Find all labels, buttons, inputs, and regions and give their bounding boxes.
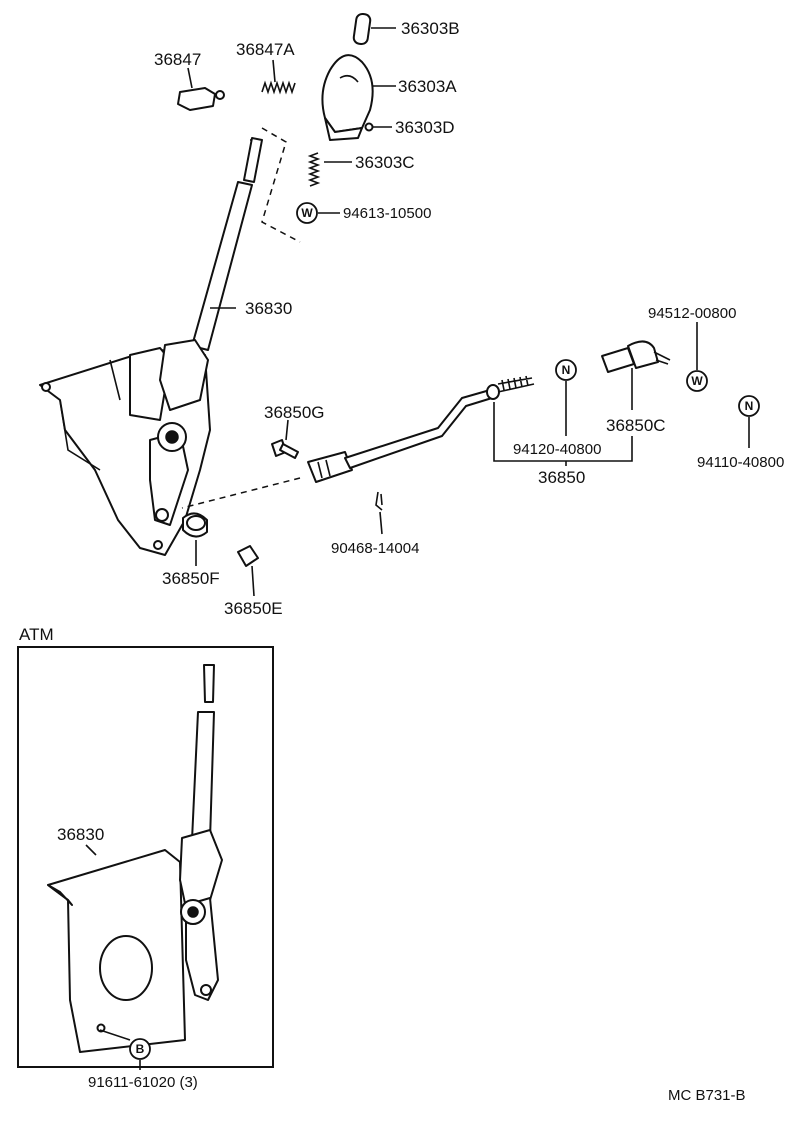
cotter-pin-drawing	[375, 491, 383, 535]
label-36850e: 36850E	[224, 599, 283, 618]
dashed-assembly-line	[261, 127, 301, 243]
label-90468: 90468-14004	[331, 540, 419, 557]
label-36847: 36847	[154, 50, 201, 69]
bolt-36850g-drawing	[271, 419, 299, 459]
diagram-code: MC B731-B	[668, 1087, 746, 1104]
knob-spring-drawing	[307, 152, 352, 187]
label-36850g: 36850G	[264, 403, 325, 422]
nut-badge-n1: N	[555, 359, 577, 436]
cable-group-bracket	[493, 402, 633, 462]
atm-lever-drawing	[47, 664, 223, 1053]
label-36303d: 36303D	[395, 118, 455, 137]
collar-36850e-drawing	[237, 545, 259, 597]
atm-title: ATM	[19, 625, 54, 644]
dashed-link-line	[181, 477, 301, 509]
label-94110: 94110-40800	[697, 454, 784, 471]
badge-n2-letter: N	[745, 399, 754, 413]
small-spring-drawing	[261, 59, 296, 95]
washer-badge-w1: W	[296, 202, 340, 224]
bushing-36850f-drawing	[182, 512, 208, 566]
label-94512: 94512-00800	[648, 305, 736, 322]
atm-label-91611: 91611-61020 (3)	[88, 1074, 198, 1091]
clip-drawing	[177, 67, 225, 111]
label-94613: 94613-10500	[343, 205, 431, 222]
atm-leader-36830	[85, 844, 97, 856]
shift-cable-drawing	[307, 375, 535, 483]
washer-badge-w2: W	[686, 322, 708, 392]
nut-badge-n2: N	[738, 395, 760, 448]
socket-36850c-drawing	[601, 340, 671, 410]
badge-w2-letter: W	[691, 374, 703, 388]
small-screw-drawing	[364, 122, 392, 132]
label-36830: 36830	[245, 299, 292, 318]
knob-cap-drawing	[352, 12, 396, 46]
label-36850: 36850	[538, 468, 585, 487]
badge-n1-letter: N	[562, 363, 571, 377]
label-36850f: 36850F	[162, 569, 220, 588]
atm-label-36830: 36830	[57, 825, 104, 844]
label-94120: 94120-40800	[513, 441, 601, 458]
shift-lever-assembly-drawing	[39, 137, 263, 556]
label-36847a: 36847A	[236, 40, 295, 59]
atm-inset-frame	[17, 646, 274, 1068]
label-36303b: 36303B	[401, 19, 460, 38]
label-36303c: 36303C	[355, 153, 415, 172]
label-36850c: 36850C	[606, 416, 666, 435]
bolt-badge-b1: B	[129, 1038, 151, 1070]
shift-knob-drawing	[321, 54, 396, 141]
label-36303a: 36303A	[398, 77, 457, 96]
badge-w1-letter: W	[301, 206, 313, 220]
badge-b1-letter: B	[136, 1042, 145, 1056]
